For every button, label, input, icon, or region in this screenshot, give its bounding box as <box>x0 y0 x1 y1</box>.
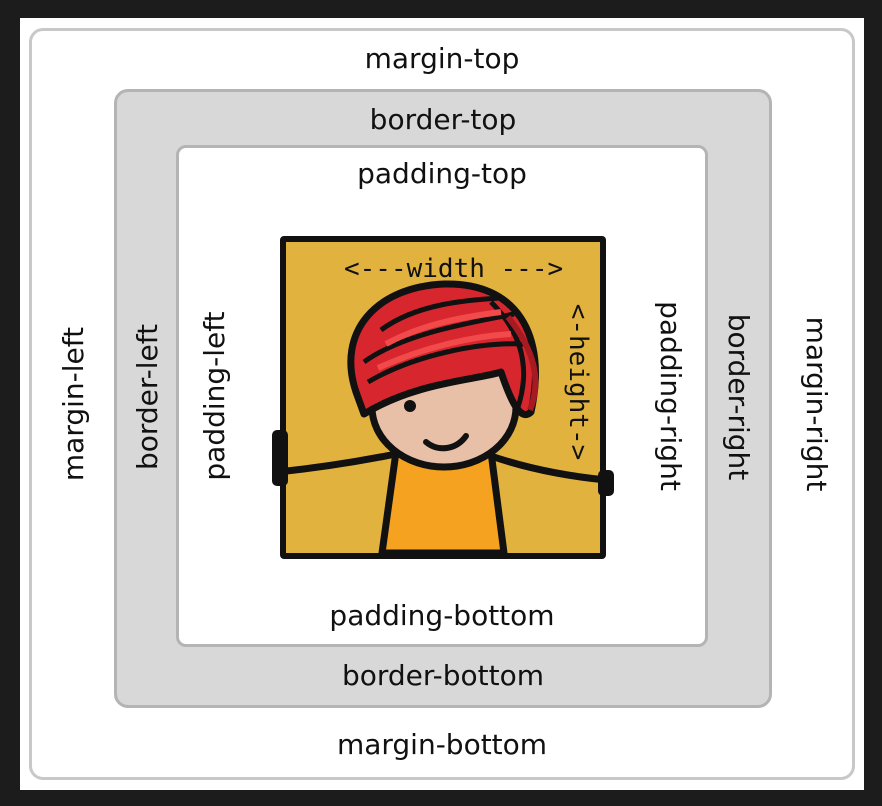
padding-top-label: padding-top <box>357 157 527 190</box>
padding-right-label: padding-right <box>654 301 687 491</box>
border-top-label: border-top <box>369 103 517 136</box>
width-label: <---width ---> <box>344 254 564 284</box>
padding-area: padding-top padding-bottom padding-left … <box>176 145 708 647</box>
margin-left-label: margin-left <box>57 326 90 482</box>
margin-top-label: margin-top <box>364 42 520 75</box>
height-label: <-height-> <box>563 303 593 461</box>
box-model-diagram: margin-top margin-bottom margin-left mar… <box>20 18 864 790</box>
padding-bottom-label: padding-bottom <box>329 599 555 632</box>
border-left-label: border-left <box>131 323 164 471</box>
margin-right-label: margin-right <box>800 316 833 492</box>
content-area: <---width ---> <-height-> <box>272 236 614 559</box>
border-bottom-label: border-bottom <box>341 659 544 692</box>
padding-left-label: padding-left <box>198 311 231 481</box>
border-right-label: border-right <box>722 313 755 481</box>
margin-bottom-label: margin-bottom <box>336 728 548 761</box>
kid-with-turban-illustration <box>272 280 614 557</box>
